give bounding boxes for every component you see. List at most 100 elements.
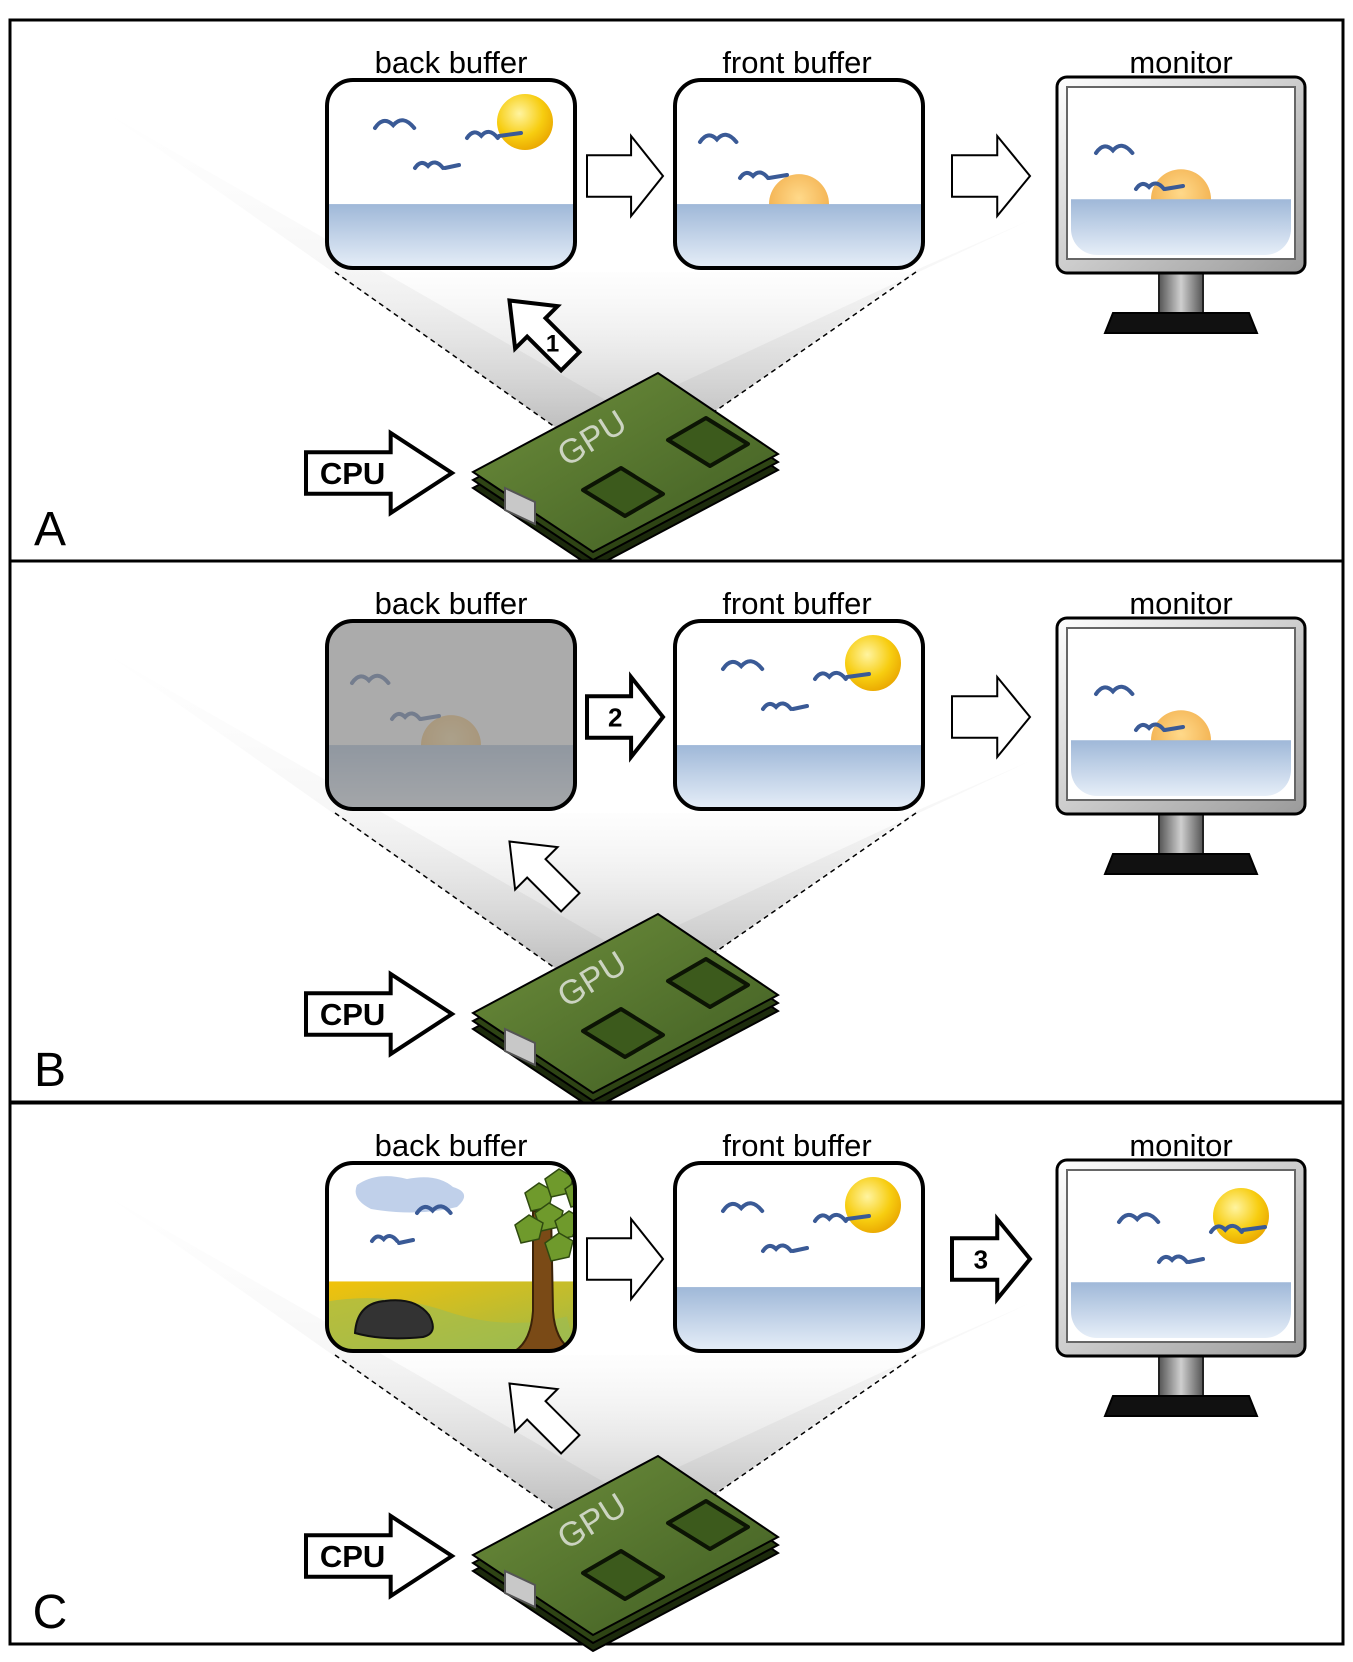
gpu-memory-chip [581,1007,665,1059]
gpu-memory-chip [581,1549,665,1601]
bird-icon [1241,1225,1267,1232]
leaf-icon [514,1214,544,1244]
back-buffer-label: back buffer [375,45,528,80]
bird-icon [1134,181,1166,191]
rock-icon [353,1299,434,1340]
back-buffer-frame [325,619,577,811]
gpu-chip: GPU [471,1454,780,1653]
front-buffer-frame [673,1161,925,1353]
scene-sunrise-high [675,621,923,809]
gpu-to-back-buffer-arrow-label: 1 [546,330,559,357]
gpu-connector [504,1569,536,1609]
gpu-board-top [471,912,780,1095]
bird-icon [721,659,765,671]
leaf-icon [544,1232,574,1262]
gpu-board-top [471,1454,780,1637]
projection-line-left [334,1354,624,1559]
sun-icon [1213,1188,1269,1244]
bird-icon [845,1214,871,1221]
scene-sunrise-low [1071,91,1291,255]
cpu-arrow [304,429,456,517]
projection-line-left [334,812,624,1017]
bird-icon [370,1234,400,1243]
bird-icon [1117,1212,1161,1224]
gpu-memory-chip [666,1499,750,1551]
back-to-front-arrow-label: 2 [608,702,622,732]
back-to-front-arrow [586,133,665,219]
gpu-to-back-buffer-arrow-shape [507,298,583,374]
gpu-memory-chip [666,416,750,468]
monitor-base [1103,1395,1259,1417]
bird-icon [465,129,500,140]
back-buffer-label: back buffer [375,1128,528,1163]
monitor-screen [1071,632,1291,796]
monitor-screen [1071,1174,1291,1338]
back-to-front-arrow [585,671,666,763]
monitor-base [1103,853,1259,875]
back-buffer-label: back buffer [375,586,528,621]
water [675,745,923,809]
scene-sunrise-low [675,80,923,268]
gpu-memory-chip [581,466,665,518]
cpu-arrow-label: CPU [320,456,385,491]
monitor [1055,616,1307,875]
gpu-to-back-buffer-arrow [508,840,581,913]
bird-icon [791,704,809,711]
monitor-label: monitor [1129,45,1232,80]
front-buffer [673,78,925,270]
back-buffer-dim [327,621,575,809]
bird-icon [813,670,848,681]
back-buffer-frame [325,1161,577,1353]
scene-sunrise-high [1071,1174,1291,1338]
front-buffer-label: front buffer [722,1128,871,1163]
bird-icon [413,160,445,170]
bird-icon [813,1212,848,1223]
cpu-arrow [304,970,456,1058]
scene-sunrise-high [327,80,575,268]
water [1071,740,1291,796]
gpu-to-back-buffer-arrow: 1 [507,298,583,374]
bird-icon [791,1246,809,1253]
panel-label: B [34,1044,66,1097]
monitor-base [1103,312,1259,334]
front-buffer-label: front buffer [722,586,871,621]
gpu-board-top [471,371,780,554]
front-buffer [673,619,925,811]
bird-icon [1157,1254,1189,1264]
back-buffer [325,619,577,811]
panel-label: C [33,1586,68,1639]
projection-beam [335,272,916,475]
water [1071,1282,1291,1338]
monitor [1055,75,1307,334]
cpu-arrow-label: CPU [320,997,385,1032]
cloud-icon [355,1176,465,1213]
bird-icon [845,672,871,679]
gpu-connector [504,486,536,526]
bird-icon [1094,684,1135,696]
bird-icon [1163,725,1185,732]
gpu-chip: GPU [471,371,780,570]
projection-beam [335,813,916,1016]
projection-beam [335,1355,916,1558]
back-buffer-frame [325,78,577,270]
bird-icon [761,701,793,711]
cpu-arrow [304,1512,456,1600]
front-buffer [673,1161,925,1353]
bird-icon [397,1238,415,1245]
back-buffer [325,1161,577,1353]
back-buffer [325,78,577,270]
front-buffer-frame [673,619,925,811]
front-to-monitor-arrow [950,1213,1033,1305]
bird-icon [1209,1223,1244,1234]
sun-icon [497,94,553,150]
water [675,1287,923,1351]
gpu-to-back-buffer-arrow [508,1382,581,1455]
monitor [1055,1158,1307,1417]
monitor-label: monitor [1129,586,1232,621]
bird-icon [1094,143,1135,155]
leaf-icon [524,1182,554,1212]
bird-icon [1187,1257,1205,1264]
